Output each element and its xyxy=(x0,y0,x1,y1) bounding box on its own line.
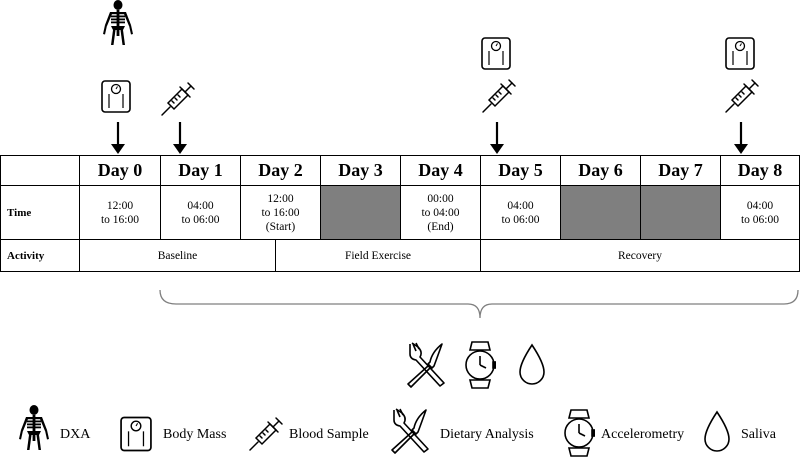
time-cell: 04:00 to 06:00 xyxy=(480,185,561,240)
legend-label-blood-sample: Blood Sample xyxy=(289,427,369,442)
legend-label-accelerometry: Accelerometry xyxy=(601,427,685,442)
time-cell-shaded xyxy=(640,185,721,240)
body-mass-icon xyxy=(481,37,511,70)
body-mass-icon xyxy=(725,37,755,70)
row-label-activity: Activity xyxy=(0,239,80,272)
arrow-down-icon xyxy=(734,122,748,154)
legend-label-dxa: DXA xyxy=(60,427,91,442)
saliva-icon xyxy=(704,410,730,452)
dietary-analysis-icon xyxy=(407,342,445,388)
blood-sample-icon xyxy=(249,417,283,451)
arrows-layer xyxy=(111,122,748,154)
legend-label-body-mass: Body Mass xyxy=(163,427,227,442)
saliva-icon xyxy=(519,343,545,385)
time-cell: 04:00 to 06:00 xyxy=(720,185,800,240)
activity-recovery: Recovery xyxy=(480,239,800,272)
legend-label-dietary-analysis: Dietary Analysis xyxy=(440,427,534,442)
blood-sample-icon xyxy=(161,82,195,116)
time-cell: 12:00 to 16:00 xyxy=(79,185,161,240)
dxa-icon xyxy=(103,0,133,45)
arrow-down-icon xyxy=(490,122,504,154)
legend-label-saliva: Saliva xyxy=(741,427,776,442)
activity-field-exercise: Field Exercise xyxy=(275,239,481,272)
body-mass-icon xyxy=(120,416,152,452)
blood-sample-icon xyxy=(725,79,759,113)
dxa-icon xyxy=(19,405,49,450)
time-cell: 12:00 to 16:00 (Start) xyxy=(240,185,321,240)
row-label-time: Time xyxy=(0,185,80,240)
accelerometry-icon xyxy=(564,409,595,457)
dietary-analysis-icon xyxy=(391,408,429,454)
time-cell-shaded xyxy=(320,185,401,240)
arrow-down-icon xyxy=(111,122,125,154)
activity-baseline: Baseline xyxy=(79,239,276,272)
time-cell-shaded xyxy=(560,185,641,240)
blood-sample-icon xyxy=(482,79,516,113)
body-mass-icon xyxy=(101,80,131,113)
time-cell: 04:00 to 06:00 xyxy=(160,185,241,240)
accelerometry-icon xyxy=(465,341,496,389)
time-cell: 00:00 to 04:00 (End) xyxy=(400,185,481,240)
curly-brace xyxy=(159,289,799,319)
arrow-down-icon xyxy=(173,122,187,154)
